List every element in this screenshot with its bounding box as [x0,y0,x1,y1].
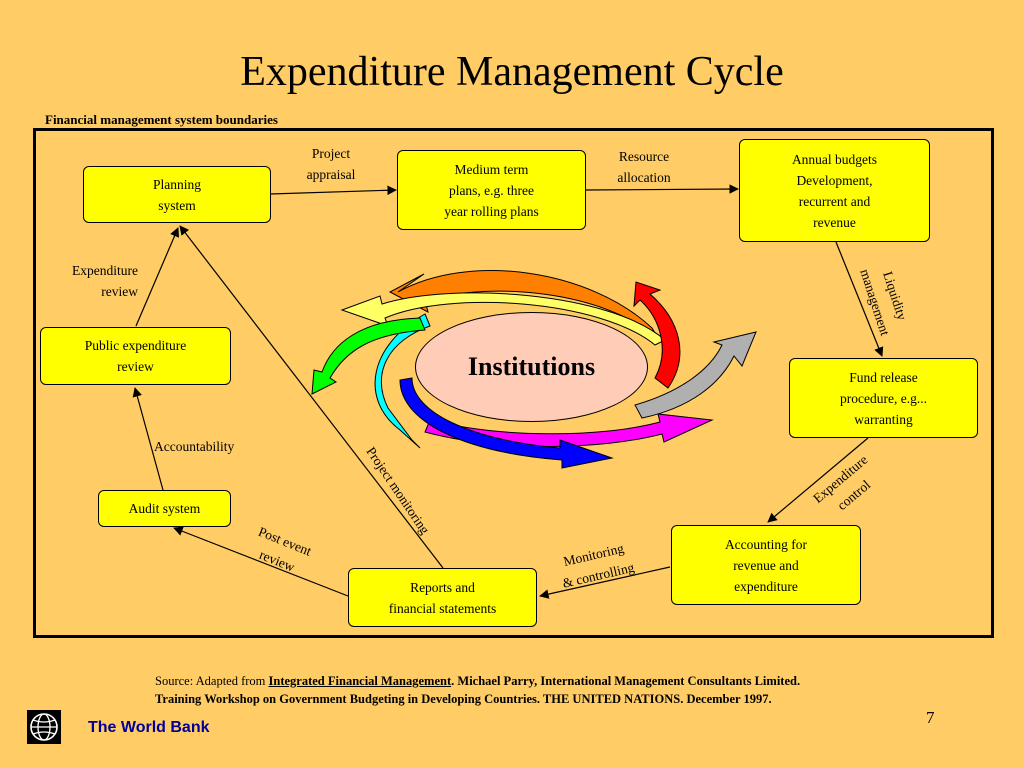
node-planning-system: Planning system [83,166,271,223]
node-accounting-label: Accounting for revenue and expenditure [724,536,808,594]
node-annual-budgets: Annual budgets Development, recurrent an… [739,139,930,242]
label-expenditure-review: Expenditure review [72,263,138,299]
page-number: 7 [926,708,935,727]
edge-fund-to-accounting [767,437,869,523]
swirl-arrow-green [311,317,426,395]
swirl-arrow-grey [634,331,757,419]
page-title: Expenditure Management Cycle [240,49,784,95]
swirl-arrow-blue [399,377,614,469]
source-citation: Source: Adapted from Integrated Financia… [155,672,975,708]
label-project-appraisal: Project appraisal [306,146,356,182]
node-accounting: Accounting for revenue and expenditure [671,525,861,605]
node-public-expenditure-review: Public expenditure review [40,327,231,385]
edge-planning-to-medium [269,185,397,196]
edge-reports-to-audit [173,526,349,597]
source-line-1: Source: Adapted from Integrated Financia… [155,672,975,690]
node-audit-system: Audit system [98,490,231,527]
system-boundary-frame [33,128,994,638]
label-accountability: Accountability [154,439,235,454]
swirl-arrow-cyan [374,313,431,449]
boundary-label: Financial management system boundaries [45,112,278,127]
edge-audit-to-public [132,387,164,491]
node-audit-label: Audit system [128,501,201,516]
institutions-label: Institutions [467,352,596,381]
edge-public-to-planning [135,227,180,327]
swirl-arrow-yellow [340,292,666,346]
node-reports: Reports and financial statements [348,568,537,627]
node-fund-release-label: Fund release procedure, e.g... warrantin… [840,369,927,427]
node-medium-term-plans: Medium term plans, e.g. three year rolli… [397,150,586,230]
institutions-swirl [311,270,757,469]
node-annual-budgets-label: Annual budgets Development, recurrent an… [791,151,878,230]
institutions-center: Institutions [415,312,648,422]
source-rest: . Michael Parry, International Managemen… [451,674,801,688]
node-medium-term-label: Medium term plans, e.g. three year rolli… [444,161,539,219]
source-link[interactable]: Integrated Financial Management [268,674,452,688]
label-resource-allocation: Resource allocation [617,149,671,185]
node-fund-release: Fund release procedure, e.g... warrantin… [789,358,978,438]
node-public-review-label: Public expenditure review [84,338,187,374]
organization-name: The World Bank [88,719,210,736]
world-bank-logo-icon [27,710,61,744]
edge-annual-to-fund [835,241,884,357]
edge-medium-to-annual [585,184,739,194]
node-planning-label: Planning system [152,176,201,213]
source-prefix: Source: Adapted from [155,674,269,688]
edge-accounting-to-reports [539,566,671,599]
source-line-2: Training Workshop on Government Budgetin… [155,692,772,706]
edge-reports-to-planning [179,225,444,569]
node-reports-label: Reports and financial statements [388,579,497,616]
swirl-arrow-red [633,281,681,389]
